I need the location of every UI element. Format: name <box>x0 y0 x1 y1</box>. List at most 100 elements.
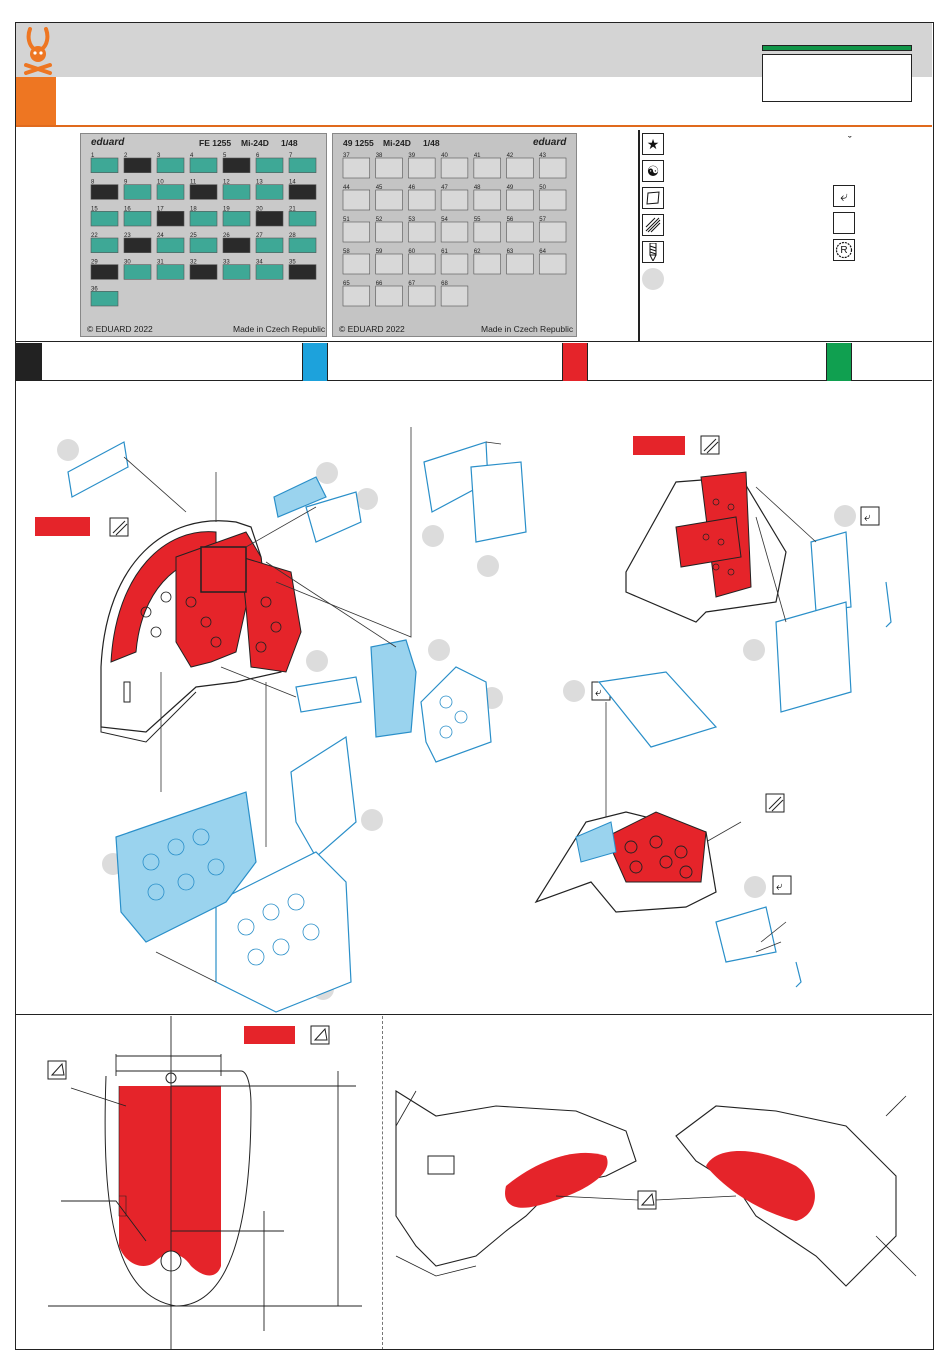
fret-part <box>255 211 284 227</box>
fret-part <box>255 237 284 253</box>
fret-part <box>538 157 567 179</box>
fret-part-number: 19 <box>223 206 230 212</box>
fret-part-number: 26 <box>223 233 230 239</box>
cockpit-assembly-drawing: ⤶ ⤶ ⤶ <box>35 427 892 1013</box>
fret-part <box>288 237 317 253</box>
fret-part-number: 13 <box>256 180 263 186</box>
fret-part <box>473 253 501 275</box>
fret-part <box>538 253 567 275</box>
fret-part-number: 44 <box>343 185 350 191</box>
fret-part <box>123 184 152 200</box>
fret-part <box>375 285 403 307</box>
fret-part <box>189 211 218 227</box>
fret-part-number: 58 <box>343 249 350 255</box>
fret-part <box>506 189 534 211</box>
fret-part-number: 68 <box>441 281 448 287</box>
fret-part-number: 32 <box>190 260 197 266</box>
fret-part <box>156 264 185 280</box>
fret-part-number: 53 <box>408 217 415 223</box>
fret-part <box>408 285 436 307</box>
blue-swatch <box>302 343 328 381</box>
fret-part-number: 64 <box>539 249 546 255</box>
fret-origin: Made in Czech Republic <box>233 324 326 334</box>
fret-part-number: 2 <box>124 153 128 159</box>
fret-part <box>288 264 317 280</box>
fret-part <box>506 253 534 275</box>
code-white-field <box>762 54 912 102</box>
fret-part <box>342 189 371 211</box>
fret-part-number: 67 <box>408 281 415 287</box>
fret-part-number: 29 <box>91 260 98 266</box>
color-swatch-bar <box>16 343 932 381</box>
fret-part-number: 21 <box>289 206 296 212</box>
fret-part-number: 39 <box>408 153 415 159</box>
fret-part <box>255 264 284 280</box>
fret-part <box>90 291 119 307</box>
bend-arrow-icon: ⤶ <box>833 185 855 207</box>
fret-part-number: 22 <box>91 233 98 239</box>
fret-part-number: 23 <box>124 233 131 239</box>
fret-part <box>375 189 403 211</box>
fret-part <box>473 157 501 179</box>
fret-part <box>189 237 218 253</box>
fret-part-number: 37 <box>343 153 350 159</box>
fret-part-number: 42 <box>507 153 514 159</box>
fret-part-number: 48 <box>474 185 481 191</box>
fret-part-number: 51 <box>343 217 350 223</box>
fret-part-number: 5 <box>223 153 227 159</box>
fret-part <box>473 189 501 211</box>
fret-model: Mi-24D <box>383 138 411 148</box>
fret-part-number: 47 <box>441 185 448 191</box>
fret-part <box>123 237 152 253</box>
fret-part <box>90 184 119 200</box>
fret-part <box>90 237 119 253</box>
fret-part-number: 34 <box>256 260 263 266</box>
fret-part-number: 60 <box>408 249 415 255</box>
detail-divider <box>382 1016 383 1349</box>
yin-yang-icon: ☯ <box>642 160 664 182</box>
fret-part-number: 55 <box>474 217 481 223</box>
fret-part <box>156 211 185 227</box>
fret-part <box>222 237 251 253</box>
fret-part-number: 14 <box>289 180 296 186</box>
fret-part <box>123 157 152 173</box>
green-swatch <box>826 343 852 381</box>
fret-part-number: 43 <box>539 153 546 159</box>
r-symbol: R <box>840 244 848 256</box>
fret-part-number: 6 <box>256 153 260 159</box>
star-icon: ★ <box>642 133 664 155</box>
black-swatch <box>16 343 42 381</box>
fret-brand: eduard <box>533 137 567 148</box>
fret-part-number: 16 <box>124 206 131 212</box>
drill-icon <box>642 241 664 263</box>
fret-part <box>123 211 152 227</box>
fret-origin: Made in Czech Republic <box>481 324 574 334</box>
fret-part-number: 54 <box>441 217 448 223</box>
legend-dot <box>642 268 664 290</box>
fret-part <box>288 157 317 173</box>
fret-part <box>342 221 371 243</box>
fret-copyright: © EDUARD 2022 <box>87 324 153 334</box>
fret-part-number: 30 <box>124 260 131 266</box>
fret-part-number: 24 <box>157 233 164 239</box>
assembly-diagram-area: ⤶ ⤶ ⤶ <box>16 382 932 1015</box>
fret-part <box>440 253 469 275</box>
fret-part-number: 61 <box>441 249 448 255</box>
fret-part <box>342 285 371 307</box>
fret-part <box>408 189 436 211</box>
fret-brand: eduard <box>91 137 125 148</box>
svg-text:⤶: ⤶ <box>595 685 602 699</box>
fret-part <box>375 157 403 179</box>
fret-part <box>255 184 284 200</box>
fret-part <box>408 157 436 179</box>
fret-part <box>189 157 218 173</box>
fret-part-number: 66 <box>376 281 383 287</box>
fret-part <box>156 184 185 200</box>
fret-copyright: © EDUARD 2022 <box>339 324 405 334</box>
fret-part-number: 1 <box>91 153 95 159</box>
fret-part <box>473 221 501 243</box>
fret-part-number: 3 <box>157 153 161 159</box>
fret-part <box>440 157 469 179</box>
frets-row <box>16 130 932 342</box>
